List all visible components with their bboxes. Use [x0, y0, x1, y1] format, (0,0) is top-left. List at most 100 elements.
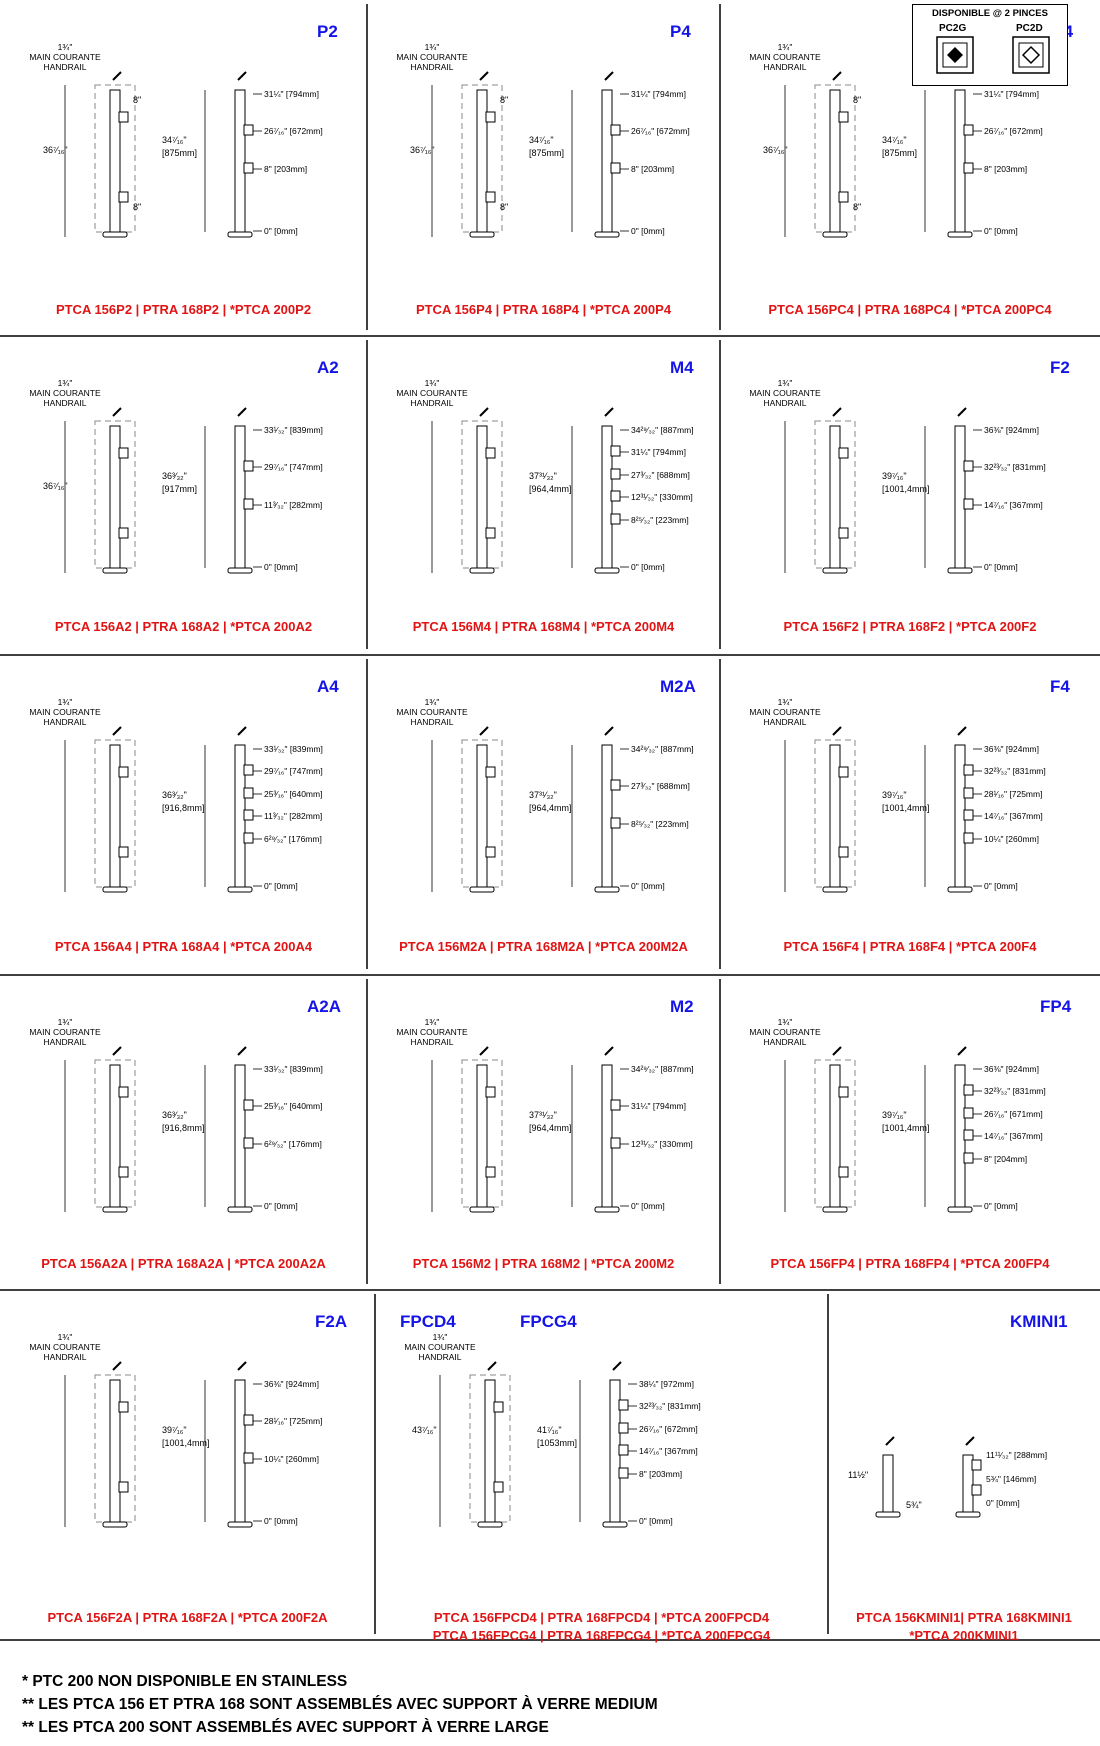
panel-m4-part-numbers: PTCA 156M4 | PTRA 168M4 | *PTCA 200M4 — [412, 619, 675, 634]
panel-fpcd4-dimension: 14⁷⁄₁₆" [367mm] — [639, 1446, 698, 1456]
panel-kmini1-base — [875, 1511, 901, 1518]
panel-a4-handrail-fr: MAIN COURANTE — [29, 707, 101, 717]
notes: * PTC 200 NON DISPONIBLE EN STAINLESS **… — [22, 1670, 658, 1739]
panel-p2-height-dim: 36⁷⁄₁₆" — [43, 145, 68, 155]
panel-f2-handrail-fr: MAIN COURANTE — [749, 388, 821, 398]
panel-m2-glass-clamp — [610, 1099, 621, 1111]
panel-a4-glass-clamp — [243, 787, 254, 799]
panel-kmini1-glass-clamp — [971, 1459, 982, 1471]
panel-kmini1-glass-clamp — [971, 1484, 982, 1496]
panel-p2-top-offset: 8" — [133, 95, 142, 105]
panel-p2-dimension: 31¼" [794mm] — [264, 89, 319, 99]
panel-f4-glass-outline — [814, 739, 856, 888]
panel-p2-dimension: 26⁷⁄₁₆" [672mm] — [264, 126, 323, 136]
panel-p2-handrail-stub — [112, 71, 122, 81]
panel-a4-glass-clamp — [243, 764, 254, 776]
panel-f4-code: F4 — [1050, 677, 1070, 696]
panel-f2a-total-mm: [1001,4mm] — [162, 1438, 210, 1448]
panel-a2-handrail-fr: MAIN COURANTE — [29, 388, 101, 398]
panel-m4-base — [469, 567, 495, 574]
panel-pc4-dimension: 26⁷⁄₁₆" [672mm] — [984, 126, 1043, 136]
panel-fp4-dimension: 36⅜" [924mm] — [984, 1064, 1039, 1074]
panel-pc4-glass-clamp — [838, 111, 849, 123]
panel-fpcd4-base — [602, 1521, 628, 1528]
panel-m2a-dimension: 27³⁄₃₂" [688mm] — [631, 781, 690, 791]
panel-a2-dimension: 0" [0mm] — [264, 562, 298, 572]
panel-a2-handrail-en: HANDRAIL — [43, 398, 87, 408]
panel-a2a-handrail-en: HANDRAIL — [43, 1037, 87, 1047]
panel-a2a-dimension: 33¹⁄₃₂" [839mm] — [264, 1064, 323, 1074]
panel-a4-part-numbers: PTCA 156A4 | PTRA 168A4 | *PTCA 200A4 — [54, 939, 313, 954]
panel-p2-post — [234, 89, 246, 233]
panel-m4-glass-clamp — [610, 445, 621, 457]
panel-a2-handrail-size: 1¾" — [57, 378, 73, 388]
panel-f4-glass-clamp — [963, 787, 974, 799]
panel-pc4-bottom-offset: 8" — [853, 202, 862, 212]
panel-kmini1-base-dim: 5¾" — [906, 1500, 922, 1510]
panel-a2a-glass-clamp — [118, 1086, 129, 1098]
panel-fpcd4-dimension: 8" [203mm] — [639, 1469, 683, 1479]
panel-m2a-glass-clamp — [610, 817, 621, 829]
panel-a2-code: A2 — [317, 358, 339, 377]
panel-m4-total-mm: [964,4mm] — [529, 484, 572, 494]
panel-m4-glass-clamp — [610, 468, 621, 480]
panel-pc4-total-dim: 34⁷⁄₁₆" — [882, 135, 907, 145]
panel-f2a-handrail-size: 1¾" — [57, 1332, 73, 1342]
panel-pc4-part-numbers: PTCA 156PC4 | PTRA 168PC4 | *PTCA 200PC4 — [768, 302, 1052, 317]
panel-f4-glass-clamp — [838, 766, 849, 778]
note-3: ** LES PTCA 200 SONT ASSEMBLÉS AVEC SUPP… — [22, 1719, 549, 1736]
panel-kmini1-code: KMINI1 — [1010, 1312, 1068, 1331]
panel-m4-dimension: 27³⁄₃₂" [688mm] — [631, 470, 690, 480]
panel-f2a-dimension: 28¹⁄₁₆" [725mm] — [264, 1416, 323, 1426]
panel-m2a-handrail-stub — [479, 726, 489, 736]
panel-a4-handrail-en: HANDRAIL — [43, 717, 87, 727]
panel-p4-dimension: 8" [203mm] — [631, 164, 675, 174]
panel-m2a-post — [476, 744, 488, 888]
panel-f4-handrail-en: HANDRAIL — [763, 717, 807, 727]
panel-a2-base — [102, 567, 128, 574]
panel-p2-dimension: 8" [203mm] — [264, 164, 308, 174]
panel-m2-base — [594, 1206, 620, 1213]
panel-p4-part-numbers: PTCA 156P4 | PTRA 168P4 | *PTCA 200P4 — [415, 302, 672, 317]
panel-p4-handrail-stub — [604, 71, 614, 81]
panel-a4-glass-clamp — [243, 832, 254, 844]
panel-kmini1-dimension: 0" [0mm] — [986, 1498, 1020, 1508]
panel-f2a-code: F2A — [315, 1312, 348, 1331]
panel-f4-part-numbers: PTCA 156F4 | PTRA 168F4 | *PTCA 200F4 — [783, 939, 1037, 954]
panel-p4-glass-clamp — [610, 124, 621, 136]
panel-f2-post — [829, 425, 841, 569]
panel-a2a-dimension: 0" [0mm] — [264, 1201, 298, 1211]
panel-fpcd4-dimension: 0" [0mm] — [639, 1516, 673, 1526]
panel-f4-glass-clamp — [963, 764, 974, 776]
panel-pc4-glass-clamp — [838, 191, 849, 203]
panel-m4-glass-clamp — [610, 513, 621, 525]
panel-a4-handrail-size: 1¾" — [57, 697, 73, 707]
panel-a2-glass-clamp — [243, 498, 254, 510]
panel-a2a-glass-clamp — [243, 1099, 254, 1111]
panel-m2-handrail-stub — [479, 1046, 489, 1056]
panel-p4-code: P4 — [670, 22, 691, 41]
panel-a2a-base — [227, 1206, 253, 1213]
panel-a4-dimension: 11³⁄₃₂" [282mm] — [264, 811, 323, 821]
panel-fpcd4-glass-clamp — [618, 1399, 629, 1411]
panel-p2-part-numbers: PTCA 156P2 | PTRA 168P2 | *PTCA 200P2 — [55, 302, 312, 317]
panel-f4-handrail-fr: MAIN COURANTE — [749, 707, 821, 717]
panel-a2-total-dim: 36³⁄₃₂" — [162, 471, 187, 481]
panel-p2-handrail-size: 1¾" — [57, 42, 73, 52]
panel-fp4-glass-clamp — [838, 1086, 849, 1098]
panel-fp4-dimension: 32²³⁄₃₂" [831mm] — [984, 1086, 1046, 1096]
panel-m4-handrail-stub — [604, 407, 614, 417]
panel-f2a-handrail-stub — [112, 1361, 122, 1371]
panel-f2a-handrail-stub — [237, 1361, 247, 1371]
panel-pc4-post — [954, 89, 966, 233]
panel-f2a-glass-clamp — [243, 1452, 254, 1464]
panel-a2-handrail-stub — [112, 407, 122, 417]
panel-m2a-handrail-fr: MAIN COURANTE — [396, 707, 468, 717]
panel-m2a-base — [594, 886, 620, 893]
panel-p2-glass-outline — [94, 84, 136, 233]
panel-a4-post — [109, 744, 121, 888]
panel-fpcd4-part-numbers: PTCA 156FPCG4 | PTRA 168FPCG4 | *PTCA 20… — [432, 1628, 771, 1643]
panel-fp4-total-dim: 39⁷⁄₁₆" — [882, 1110, 907, 1120]
